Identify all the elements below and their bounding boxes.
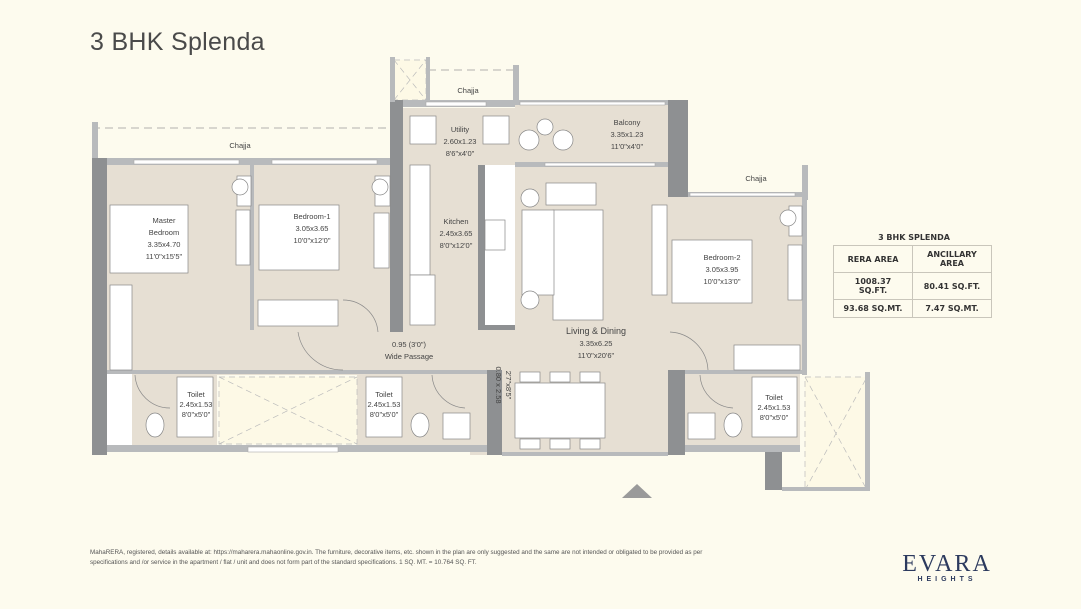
- svg-text:8'0"x12'0": 8'0"x12'0": [440, 241, 473, 250]
- windows: [133, 101, 796, 453]
- disclaimer-text: MahaRERA, registered, details available …: [90, 549, 703, 566]
- svg-text:Utility: Utility: [451, 125, 470, 134]
- label-bedroom-2: Bedroom-2 3.05x3.95 10'0"x13'0": [703, 253, 740, 286]
- svg-text:3.35x4.70: 3.35x4.70: [148, 240, 181, 249]
- page-title: 3 BHK Splenda: [90, 28, 265, 56]
- sofa: [552, 209, 604, 321]
- label-kitchen: Kitchen 2.45x3.65 8'0"x12'0": [440, 217, 473, 250]
- chajja-left-label: Chajja: [229, 141, 251, 150]
- logo-subtitle: HEIGHTS: [917, 576, 977, 583]
- bed-1: [258, 204, 340, 271]
- svg-text:3.35x1.23: 3.35x1.23: [611, 130, 644, 139]
- svg-text:0.95 (3'0"): 0.95 (3'0"): [392, 340, 427, 349]
- svg-text:Toilet: Toilet: [187, 390, 205, 399]
- svg-text:0.80 x 2.58: 0.80 x 2.58: [494, 366, 503, 403]
- chajja-right: [802, 165, 808, 200]
- doors: [134, 299, 734, 409]
- svg-text:2.45x1.53: 2.45x1.53: [368, 400, 401, 409]
- svg-text:3.05x3.95: 3.05x3.95: [706, 265, 739, 274]
- logo-wordmark: EVARA: [902, 551, 992, 577]
- label-passage: 0.95 (3'0") Wide Passage: [385, 340, 433, 361]
- stove: [484, 219, 506, 251]
- svg-text:Balcony: Balcony: [614, 118, 641, 127]
- svg-text:2.45x1.53: 2.45x1.53: [180, 400, 213, 409]
- furniture: [109, 115, 803, 450]
- column-header: ANCILLARY AREA: [912, 245, 992, 273]
- svg-text:8'0"x5'0": 8'0"x5'0": [760, 413, 789, 422]
- bed-2: [671, 239, 753, 304]
- column-header: RERA AREA: [833, 245, 913, 273]
- area-table: RERA AREA ANCILLARY AREA 1008.37 SQ.FT. …: [833, 245, 992, 318]
- shaft: [218, 59, 868, 491]
- svg-text:8'0"x5'0": 8'0"x5'0": [182, 410, 211, 419]
- svg-text:3.35x6.25: 3.35x6.25: [580, 339, 613, 348]
- svg-text:11'0"x20'6": 11'0"x20'6": [578, 351, 615, 360]
- wardrobe: [235, 209, 251, 266]
- table-row: 1008.37 SQ.FT. 80.41 SQ.FT.: [833, 272, 992, 300]
- svg-text:11'0"x4'0": 11'0"x4'0": [611, 142, 644, 151]
- svg-text:Master: Master: [153, 216, 176, 225]
- table-cell: 80.41 SQ.FT.: [912, 272, 992, 300]
- label-master-bedroom: Master Bedroom 3.35x4.70 11'0"x15'5": [146, 216, 183, 261]
- chajja-top: [428, 65, 519, 105]
- table-cell: 93.68 SQ.MT.: [833, 299, 913, 318]
- svg-text:Kitchen: Kitchen: [443, 217, 468, 226]
- svg-text:2.45x1.53: 2.45x1.53: [758, 403, 791, 412]
- label-entrance: 2'7"x8'5" 0.80 x 2.58: [494, 366, 513, 403]
- label-toilet-middle: Toilet 2.45x1.53 8'0"x5'0": [368, 390, 401, 419]
- label-toilet-left: Toilet 2.45x1.53 8'0"x5'0": [180, 390, 213, 419]
- label-living-dining: Living & Dining 3.35x6.25 11'0"x20'6": [566, 326, 626, 360]
- svg-text:2'7"x8'5": 2'7"x8'5": [504, 371, 513, 400]
- chajja-right-label: Chajja: [745, 174, 767, 183]
- svg-text:Bedroom-2: Bedroom-2: [703, 253, 740, 262]
- dining-table: [514, 382, 606, 439]
- table-cell: 1008.37 SQ.FT.: [833, 272, 913, 300]
- table-row: 93.68 SQ.MT. 7.47 SQ.MT.: [833, 299, 992, 318]
- evara-heights-logo: EVARA HEIGHTS: [902, 552, 992, 583]
- north-arrow-icon: [622, 484, 652, 498]
- chajja-top-label: Chajja: [457, 86, 479, 95]
- label-balcony: Balcony 3.35x1.23 11'0"x4'0": [611, 118, 644, 151]
- label-toilet-right: Toilet 2.45x1.53 8'0"x5'0": [758, 393, 791, 422]
- svg-text:Bedroom-1: Bedroom-1: [293, 212, 330, 221]
- svg-text:10'0"x13'0": 10'0"x13'0": [704, 277, 741, 286]
- svg-text:11'0"x15'5": 11'0"x15'5": [146, 252, 183, 261]
- svg-text:8'6"x4'0": 8'6"x4'0": [446, 149, 475, 158]
- svg-text:8'0"x5'0": 8'0"x5'0": [370, 410, 399, 419]
- label-utility: Utility 2.60x1.23 8'6"x4'0": [444, 125, 477, 158]
- svg-text:2.45x3.65: 2.45x3.65: [440, 229, 473, 238]
- bed-master: [109, 204, 189, 274]
- svg-text:Living & Dining: Living & Dining: [566, 326, 626, 336]
- svg-text:Toilet: Toilet: [375, 390, 393, 399]
- table-cell: 7.47 SQ.MT.: [912, 299, 992, 318]
- label-bedroom-1: Bedroom-1 3.05x3.65 10'0"x12'0": [293, 212, 330, 245]
- svg-text:Bedroom: Bedroom: [149, 228, 179, 237]
- svg-text:10'0"x12'0": 10'0"x12'0": [294, 236, 331, 245]
- svg-text:Wide Passage: Wide Passage: [385, 352, 433, 361]
- area-table-caption: 3 BHK SPLENDA: [878, 233, 950, 242]
- svg-text:Toilet: Toilet: [765, 393, 783, 402]
- chajja-left: [92, 122, 390, 158]
- table-header-row: RERA AREA ANCILLARY AREA: [833, 245, 992, 273]
- svg-text:3.05x3.65: 3.05x3.65: [296, 224, 329, 233]
- svg-text:2.60x1.23: 2.60x1.23: [444, 137, 477, 146]
